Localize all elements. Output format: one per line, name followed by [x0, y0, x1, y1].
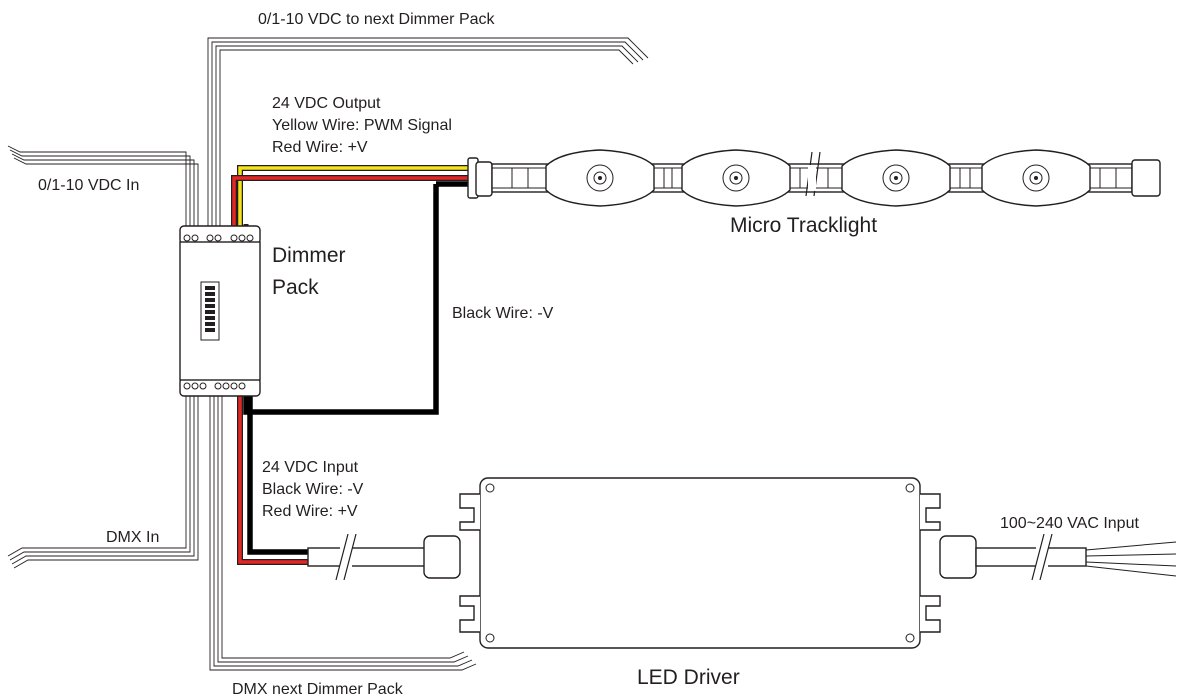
label-input-red: Red Wire: +V [262, 503, 358, 520]
micro-tracklight [467, 149, 1161, 207]
label-dimmer-pack-1: Dimmer [272, 244, 346, 267]
label-micro-tracklight: Micro Tracklight [730, 214, 877, 237]
led-module-icon [981, 149, 1091, 207]
led-driver [307, 477, 1177, 649]
wire-break-icon [335, 533, 357, 581]
label-black-wire: Black Wire: -V [452, 305, 554, 322]
input-wires [237, 392, 308, 565]
label-dmx-in: DMX In [106, 529, 159, 546]
bus-vdc-to-next [207, 37, 649, 232]
output-wires [231, 165, 470, 415]
label-vdc-to-next: 0/1-10 VDC to next Dimmer Pack [258, 11, 496, 28]
label-vdc-in: 0/1-10 VDC In [38, 177, 139, 194]
led-module-icon [545, 149, 655, 207]
bus-dmx-next [209, 392, 477, 671]
label-input-black: Black Wire: -V [262, 481, 364, 498]
label-output-yellow: Yellow Wire: PWM Signal [272, 117, 452, 134]
led-module-icon [681, 149, 791, 207]
label-led-driver: LED Driver [637, 666, 740, 689]
label-input-title: 24 VDC Input [262, 459, 359, 476]
bus-vdc-in [7, 145, 199, 232]
led-module-icon [841, 149, 951, 207]
label-output-red: Red Wire: +V [272, 139, 368, 156]
label-dmx-next: DMX next Dimmer Pack [232, 681, 404, 698]
label-dimmer-pack-2: Pack [272, 276, 319, 299]
label-output-title: 24 VDC Output [272, 95, 381, 112]
dimmer-pack [179, 225, 261, 397]
bus-dmx-in [7, 392, 199, 569]
wire-break-icon [1031, 533, 1053, 581]
dip-switch-icon [200, 281, 220, 341]
label-ac-input: 100~240 VAC Input [1000, 515, 1139, 532]
terminal-block-icon [183, 234, 254, 390]
